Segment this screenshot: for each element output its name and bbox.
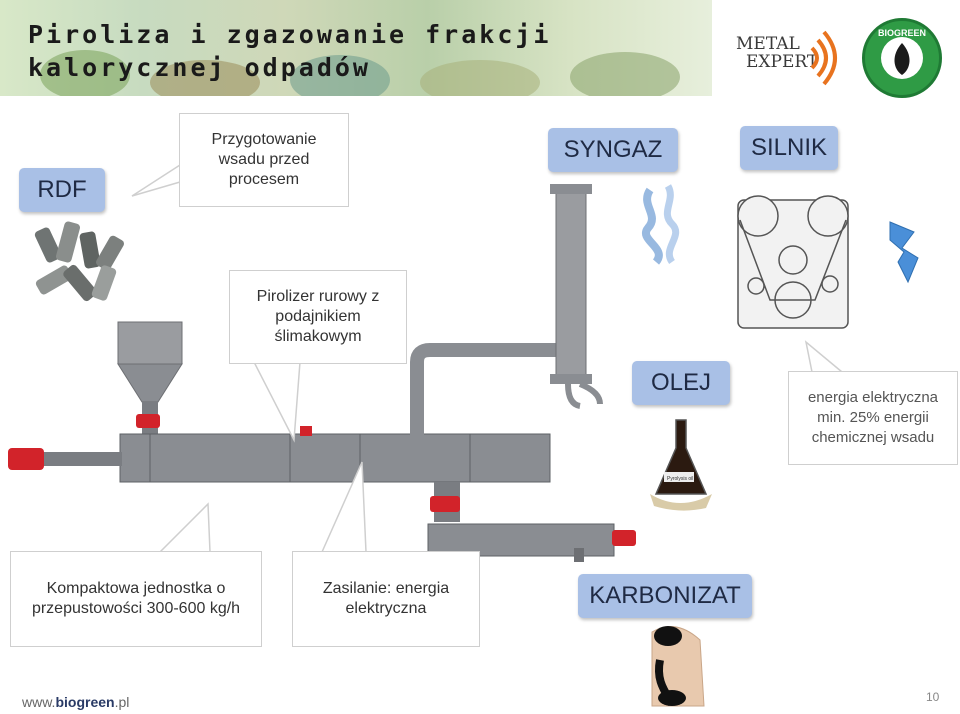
tag-silnik: SILNIK [740,126,838,170]
oil-flask-image [650,419,712,511]
header-banner [0,0,712,96]
footer-url-prefix: www. [22,694,56,710]
callout-power-line2: elektryczna [345,600,427,617]
callout-preparation-line1: Przygotowanie [211,131,317,148]
callout-preparation-line3: procesem [228,171,300,188]
page-number: 10 [926,690,940,704]
compact-callout-pointer [159,502,211,553]
callout-power: Zasilanie: energia elektryczna [292,551,480,647]
callout-compact-unit: Kompaktowa jednostka o przepustowości 30… [10,551,262,647]
metal-expert-logo-line2: EXPERT [746,52,819,72]
callout-preparation: Przygotowanie wsadu przed procesem [179,113,349,207]
metal-expert-logo: METAL EXPERT [736,30,840,80]
callout-energy-line2: min. 25% energii [817,409,929,426]
lightning-bolt-icon [889,221,919,284]
callout-pyrolyzer-line3: ślimakowym [274,328,362,345]
callout-energy-line3: chemicznej wsadu [811,429,935,446]
callout-compact-line1: Kompaktowa jednostka o [46,580,226,597]
leaf-icon [894,43,910,75]
callout-pyrolyzer-line2: podajnikiem [275,308,361,325]
syngas-cloud-image [642,184,680,265]
tag-rdf: RDF [19,168,105,212]
biogreen-logo: BIOGREEN [862,18,942,98]
pyrolyzer-machine [8,184,636,562]
tag-syngaz: SYNGAZ [548,128,678,172]
karbonizat-hand-image [651,626,705,707]
callout-preparation-line2: wsadu przed [218,151,310,168]
callout-pyrolyzer-line1: Pirolizer rurowy z [256,288,380,305]
engine-image [737,195,849,329]
footer-url-suffix: .pl [114,694,130,710]
tag-karbonizat: KARBONIZAT [578,574,752,618]
prep-callout-pointer [131,164,181,197]
callout-compact-line2: przepustowości 300-600 kg/h [31,600,241,617]
tag-olej: OLEJ [632,361,730,405]
metal-expert-logo-line1: METAL [736,34,800,54]
callout-pyrolyzer: Pirolizer rurowy z podajnikiem ślimakowy… [229,270,407,364]
biogreen-logo-center [881,37,923,79]
flask-label: Pyrolysis oil [667,476,693,482]
power-callout-pointer [321,461,367,553]
footer-url-brand: biogreen [55,694,115,710]
slide-title: Piroliza i zgazowanie frakcji kaloryczne… [28,20,552,82]
callout-power-line1: Zasilanie: energia [322,580,450,597]
callout-energy: energia elektryczna min. 25% energii che… [788,371,958,465]
energy-callout-pointer [804,340,843,373]
biogreen-logo-text: BIOGREEN [877,28,926,38]
callout-energy-line1: energia elektryczna [807,389,939,406]
footer-website-link[interactable]: www.biogreen.pl [22,694,129,710]
rdf-pellets-image [34,221,124,302]
pyro-callout-pointer [253,361,301,443]
